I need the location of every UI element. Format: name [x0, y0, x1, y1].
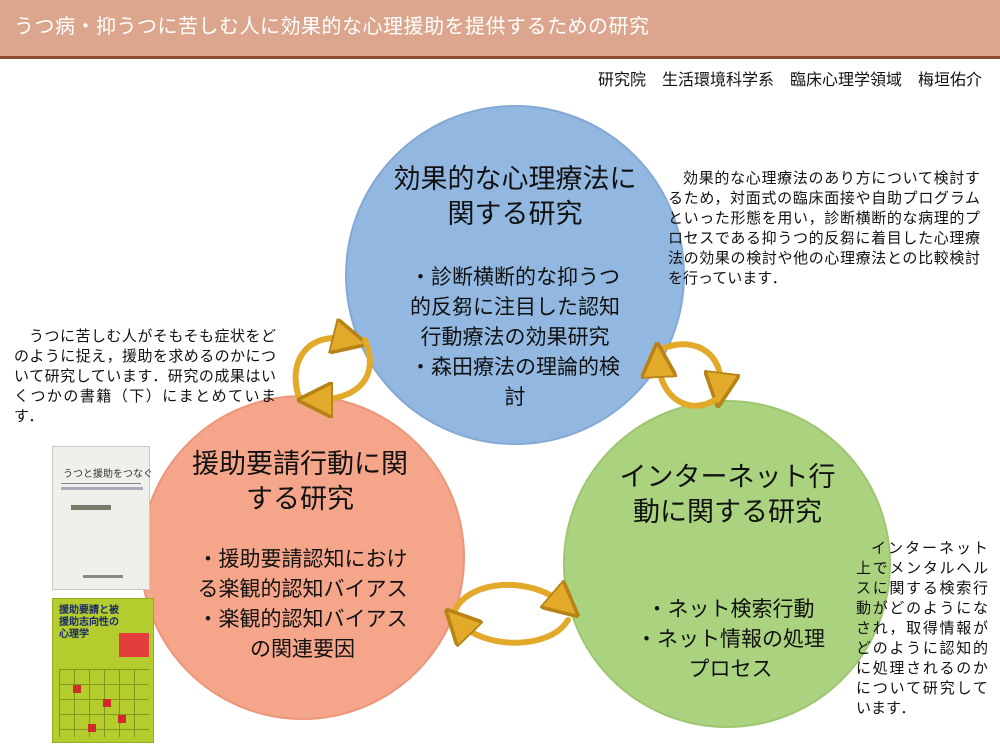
book-2-red-square [103, 699, 111, 707]
book-cover-1: うつと援助をつなぐ [52, 446, 153, 590]
book-cover-2: 援助要請と被援助志向性の心理学 [52, 598, 154, 743]
book-1-subtitle-bar [61, 487, 143, 490]
help-seeking-body: ・援助要請認知における楽観的認知バイアス ・楽観的認知バイアスの関連要因 [197, 547, 408, 661]
book-2-title: 援助要請と被援助志向性の心理学 [59, 605, 119, 640]
title-bar: うつ病・抑うつに苦しむ人に効果的な心理援助を提供するための研究 [0, 0, 1000, 56]
help-seeking-title: 援助要請行動に関する研究 [192, 449, 408, 515]
title-divider [0, 56, 1000, 59]
book-2-red-square [73, 685, 81, 693]
arrow-right-bottom [658, 360, 718, 409]
arrow-bottom-top [452, 585, 565, 610]
book-1-publisher-bar [83, 575, 123, 578]
arrow-left-top [292, 338, 350, 403]
psychotherapy-title: 効果的な心理療法に関する研究 [393, 164, 637, 230]
arrow-bottom-bottom [458, 620, 571, 643]
psychotherapy-circle [345, 105, 685, 445]
internet-note: インターネット上でメンタルヘルスに関する検索行動がどのようになされ，取得情報がど… [856, 539, 988, 717]
book-1-title: うつと援助をつなぐ [63, 469, 153, 480]
arrow-right-top [657, 341, 720, 390]
book-1-rule [61, 483, 141, 484]
psychotherapy-note: 効果的な心理療法のあり方について検討するため，対面式の臨床面接や自助プログラムと… [668, 169, 980, 287]
internet-body: ・ネット検索行動 ・ネット情報の処理プロセス [636, 597, 825, 681]
book-2-red-band [119, 633, 149, 657]
page-title: うつ病・抑うつに苦しむ人に効果的な心理援助を提供するための研究 [14, 14, 650, 38]
book-2-red-square [88, 724, 96, 732]
internet-title: インターネット行動に関する研究 [619, 462, 836, 528]
help-seeking-note: うつに苦しむ人がそもそも症状をどのように捉え，援助を求めるのかについて研究してい… [14, 327, 276, 425]
arrow-left-bottom [315, 337, 373, 400]
author-affiliation: 研究院 生活環境科学系 臨床心理学領域 梅垣佑介 [597, 70, 982, 89]
psychotherapy-body: ・診断横断的な抑うつ的反芻に注目した認知行動療法の効果研究 ・森田療法の理論的検… [410, 265, 620, 409]
book-1-author-bar [71, 505, 111, 510]
internet-circle [563, 400, 891, 728]
help-seeking-circle [140, 395, 465, 720]
book-2-red-square [118, 715, 126, 723]
